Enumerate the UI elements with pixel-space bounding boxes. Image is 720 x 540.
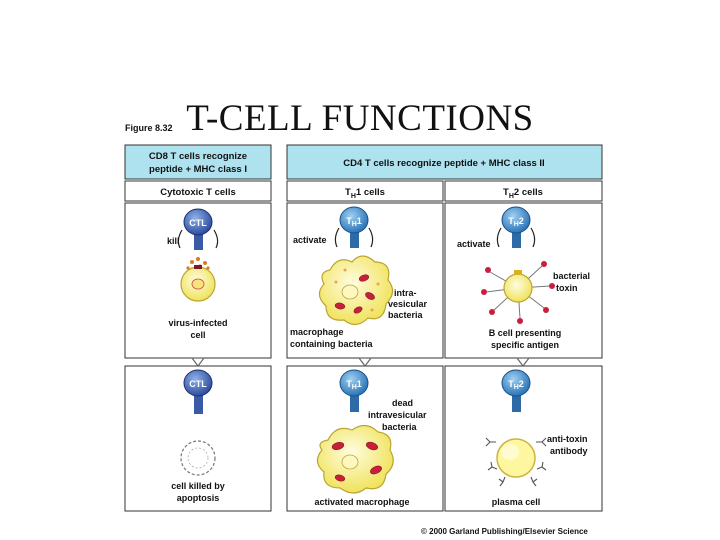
copyright-notice: © 2000 Garland Publishing/Elsevier Scien… [421,527,588,536]
header-cd8: CD8 T cells recognize peptide + MHC clas… [124,144,272,180]
label-macrophage-2: containing bacteria [290,339,374,349]
activated-macrophage [316,424,394,494]
label-intra-2: vesicular [388,299,428,309]
apoptotic-cell [180,440,216,476]
svg-text:TH2 cells: TH2 cells [503,187,543,200]
label-plasma-cell: plasma cell [492,497,541,507]
activate-arrow-th1-left [334,227,340,248]
label-bcell-2: specific antigen [491,340,559,350]
ctl-label-bottom: CTL [189,379,207,389]
label-antitoxin-2: antibody [550,446,588,456]
figure-label: Figure 8.32 [125,123,173,133]
ctl-cell-top: CTL [183,208,213,250]
subheader-th1-sub: H [351,193,356,200]
dead-bacteria [331,441,382,482]
kill-arrow-right [213,229,219,249]
subheader-th2-sub: H [509,193,514,200]
virus-infected-cell [180,265,216,302]
label-bacterial-1: bacterial [553,271,590,281]
subheader-th2-rest: 2 cells [514,187,543,198]
slide-title: T-CELL FUNCTIONS [186,97,534,139]
th1-cell-bottom: TH1 [339,369,369,412]
svg-text:TH2: TH2 [508,216,524,228]
ctl-cell-bottom: CTL [183,369,213,414]
label-dead-1: dead [392,398,413,408]
subheader-cytotoxic: Cytotoxic T cells [124,180,272,202]
label-intra-3: bacteria [388,310,424,320]
label-activate-th2: activate [457,239,491,249]
subheader-cytotoxic-text: Cytotoxic T cells [160,187,236,198]
header-cd4: CD4 T cells recognize peptide + MHC clas… [286,144,603,180]
bacterial-toxin [481,261,555,324]
subheader-th2-t: T [503,187,509,198]
label-virus-infected-1: virus-infected [168,318,227,328]
label-bacterial-2: toxin [556,283,578,293]
label-macrophage-1: macrophage [290,327,344,337]
subheader-th2: TH2 cells [444,180,603,202]
subheader-th1: TH1 cells [286,180,444,202]
th2-cell-top: TH2 [501,206,531,248]
label-apoptosis-1: cell killed by [171,481,225,491]
subheader-th1-t: T [345,187,351,198]
svg-text:TH1 cells: TH1 cells [345,187,385,200]
th1-top-t: T [346,216,352,226]
ctl-label-top: CTL [189,218,207,228]
label-bcell-1: B cell presenting [489,328,562,338]
b-cell-presenting [481,261,555,324]
th2-top-t: T [508,216,514,226]
label-intra-1: intra- [394,288,417,298]
header-cd4-text: CD4 T cells recognize peptide + MHC clas… [343,158,544,169]
th2-bottom-rest: 2 [519,379,524,389]
header-cd8-line2: peptide + MHC class I [149,164,247,175]
th2-bottom-t: T [508,379,514,389]
label-virus-infected-2: cell [190,330,205,340]
label-activate-th1: activate [293,235,327,245]
kill-arrow-left [177,229,183,249]
subheader-th1-rest: 1 cells [356,187,385,198]
th1-top-sub: H [352,221,357,228]
th2-bottom-sub: H [514,384,519,391]
intravesicular-bacteria [334,274,375,314]
header-cd8-line1: CD8 T cells recognize [149,151,247,162]
svg-text:TH2: TH2 [508,379,524,391]
activate-arrow-th1-right [368,227,374,248]
th2-top-rest: 2 [519,216,524,226]
activate-arrow-th2-right [530,227,536,248]
label-dead-2: intravesicular [368,410,427,420]
th2-cell-bottom: TH2 [501,369,531,412]
svg-text:TH1: TH1 [346,379,362,391]
label-dead-3: bacteria [382,422,418,432]
th1-bottom-t: T [346,379,352,389]
label-activated-macrophage: activated macrophage [314,497,409,507]
th1-bottom-sub: H [352,384,357,391]
plasma-cell [485,437,547,487]
label-antitoxin-1: anti-toxin [547,434,588,444]
th2-top-sub: H [514,221,519,228]
label-kill: kill [167,236,180,246]
label-apoptosis-2: apoptosis [177,493,220,503]
transition-arrows [190,357,531,367]
antibodies [485,437,547,487]
activate-arrow-th2-left [496,227,502,248]
th1-bottom-rest: 1 [357,379,362,389]
th1-top-rest: 1 [357,216,362,226]
macrophage-top [318,255,394,326]
th1-cell-top: TH1 [339,206,369,248]
svg-text:TH1: TH1 [346,216,362,228]
